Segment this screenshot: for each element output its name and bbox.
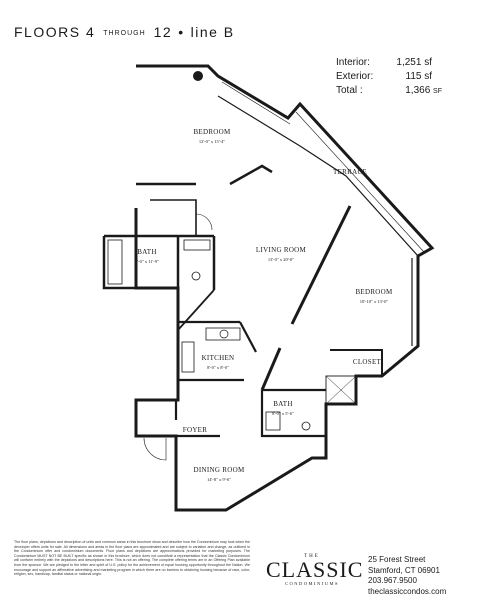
plan-title: FLOORS 4 THROUGH 12 • line B bbox=[14, 24, 235, 40]
room-dims: 10'-10" x 13'-0" bbox=[359, 299, 389, 304]
living-left-wall bbox=[177, 289, 215, 331]
room-dims: 8'-0" x 5'-6" bbox=[272, 411, 294, 416]
stove bbox=[181, 341, 195, 373]
floor-end: 12 bbox=[153, 24, 173, 40]
logo-the: THE bbox=[304, 554, 320, 559]
room-bedroom-1: BEDROOM 12'-0" x 15'-4" bbox=[182, 128, 242, 146]
room-kitchen: KITCHEN 8'-0" x 8'-0" bbox=[196, 354, 240, 372]
vanity bbox=[183, 239, 211, 251]
total-value: 1,366 bbox=[405, 85, 431, 96]
bath2-walls bbox=[260, 388, 326, 438]
interior-label: Interior: bbox=[336, 57, 370, 68]
room-bath-2: BATH 8'-0" x 5'-6" bbox=[266, 400, 300, 418]
shower bbox=[325, 375, 357, 405]
sink bbox=[219, 329, 229, 339]
room-name: BEDROOM bbox=[193, 128, 231, 136]
total-row: Total : 1,366 SF bbox=[336, 84, 442, 99]
column bbox=[193, 71, 203, 81]
living-bedroom-wall bbox=[260, 205, 352, 391]
closet2-walls bbox=[330, 349, 383, 376]
floors-label: FLOORS 4 bbox=[14, 24, 96, 40]
room-foyer: FOYER bbox=[178, 426, 212, 435]
room-bedroom-2: BEDROOM 10'-10" x 13'-0" bbox=[344, 288, 404, 306]
room-name: BATH bbox=[273, 400, 293, 408]
line-label: line B bbox=[190, 24, 235, 40]
total-unit: SF bbox=[433, 88, 442, 95]
title-separator: • bbox=[178, 24, 185, 40]
kitchen-walls bbox=[178, 320, 257, 382]
door-swing bbox=[195, 213, 213, 231]
address-street: 25 Forest Street bbox=[368, 555, 426, 564]
room-name: FOYER bbox=[182, 426, 208, 434]
room-name: LIVING ROOM bbox=[255, 246, 307, 254]
room-closet: CLOSET bbox=[350, 358, 384, 367]
exterior-value: 115 sf bbox=[405, 71, 433, 82]
closet-wall bbox=[150, 199, 197, 236]
entry-door bbox=[143, 437, 167, 461]
room-name: KITCHEN bbox=[201, 354, 235, 362]
kitchen-counter bbox=[205, 327, 241, 341]
bedroom1-wall bbox=[136, 164, 273, 186]
through-label: THROUGH bbox=[103, 29, 146, 37]
area-summary: Interior: 1,251 sf Exterior: 115 sf Tota… bbox=[336, 56, 442, 99]
toilet bbox=[191, 271, 201, 281]
total-label: Total : bbox=[336, 85, 363, 96]
room-dims: 8'-0" x 8'-0" bbox=[207, 365, 229, 370]
room-dims: 12'-0" x 15'-4" bbox=[198, 139, 226, 144]
logo-name: CLASSIC bbox=[266, 557, 364, 582]
bath1-walls bbox=[102, 234, 216, 290]
foyer-walls bbox=[134, 400, 220, 438]
classic-logo: THE CLASSIC CONDOMINIUMS bbox=[266, 554, 364, 586]
terrace-outline bbox=[217, 75, 433, 257]
room-name: CLOSET bbox=[352, 358, 382, 366]
room-dims: 13'-0" x 20'-0" bbox=[267, 257, 295, 262]
room-name: BATH bbox=[137, 248, 157, 256]
phone-number[interactable]: 203.967.9500 bbox=[368, 576, 417, 585]
room-name: DINING ROOM bbox=[193, 466, 245, 474]
logo-sub: CONDOMINIUMS bbox=[284, 581, 339, 586]
bath2-toilet bbox=[301, 421, 311, 431]
exterior-row: Exterior: 115 sf bbox=[336, 70, 432, 84]
exterior-label: Exterior: bbox=[336, 71, 374, 82]
interior-value: 1,251 sf bbox=[396, 57, 432, 68]
room-bath-1: BATH 5'-0" x 11'-9" bbox=[130, 248, 164, 266]
room-dining: DINING ROOM 14'-8" x 9'-6" bbox=[190, 466, 248, 484]
interior-row: Interior: 1,251 sf bbox=[336, 56, 432, 70]
website-link[interactable]: theclassiccondos.com bbox=[368, 586, 447, 596]
room-name: BEDROOM bbox=[355, 288, 393, 296]
bathtub bbox=[107, 239, 123, 285]
room-dims: 5'-0" x 11'-9" bbox=[135, 259, 159, 264]
room-dims: 14'-8" x 9'-6" bbox=[206, 477, 232, 482]
contact-block: 25 Forest Street Stamford, CT 06901 203.… bbox=[368, 555, 446, 597]
room-name: TERRACE bbox=[333, 168, 367, 176]
bath2-vanity bbox=[265, 411, 281, 431]
address-city: Stamford, CT 06901 bbox=[368, 565, 440, 575]
terrace-glass bbox=[221, 81, 425, 253]
room-terrace: TERRACE bbox=[320, 168, 380, 177]
legal-disclaimer: The floor plans, depictions and descript… bbox=[14, 540, 250, 577]
room-living: LIVING ROOM 13'-0" x 20'-0" bbox=[246, 246, 316, 264]
